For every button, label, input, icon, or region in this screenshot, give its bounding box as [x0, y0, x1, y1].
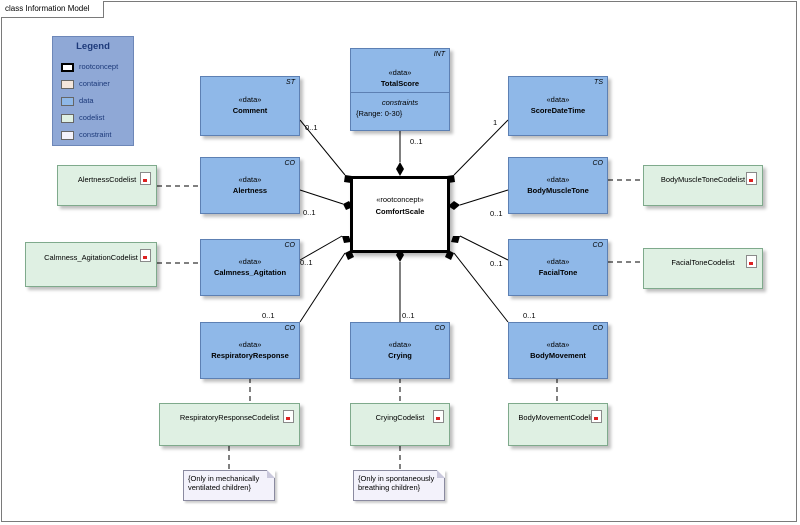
- document-icon: [746, 172, 757, 185]
- codelist-facialtone[interactable]: FacialToneCodelist: [643, 248, 763, 289]
- legend-item-constraint: constraint: [61, 129, 112, 141]
- legend-swatch: [61, 62, 74, 72]
- multiplicity-facialtone: 0..1: [490, 259, 503, 268]
- legend-title: Legend: [76, 41, 110, 52]
- codelist-calmness-agitation[interactable]: Calmness_AgitationCodelist: [25, 242, 157, 287]
- multiplicity-comment: 0..1: [305, 123, 318, 132]
- class-crying[interactable]: CO «data» Crying: [350, 322, 450, 379]
- root-class-comfortscale[interactable]: «rootconcept» ComfortScale: [350, 176, 450, 253]
- codelist-crying[interactable]: CryingCodelist: [350, 403, 450, 446]
- document-icon: [283, 410, 294, 423]
- class-totalscore[interactable]: INT «data» TotalScore constraints {Range…: [350, 48, 450, 131]
- legend-swatch: [61, 113, 74, 123]
- class-alertness[interactable]: CO «data» Alertness: [200, 157, 300, 214]
- class-comment[interactable]: ST «data» Comment: [200, 76, 300, 136]
- edge-bodymovement: [453, 252, 509, 323]
- edge-calmness: [299, 235, 343, 261]
- multiplicity-scoredatetime: 1: [493, 118, 498, 127]
- legend-item-container: container: [61, 78, 110, 90]
- edge-bodymuscletone: [459, 189, 509, 206]
- codelist-alertness[interactable]: AlertnessCodelist: [57, 165, 157, 206]
- document-icon: [746, 255, 757, 268]
- document-icon: [140, 172, 151, 185]
- legend-swatch: [61, 79, 74, 89]
- class-scoredatetime[interactable]: TS «data» ScoreDateTime: [508, 76, 608, 136]
- diamond-calmness: [342, 236, 351, 243]
- legend-swatch: [61, 130, 74, 140]
- constraint-text: {Range: 0-30}: [356, 109, 403, 118]
- class-bodymuscletone[interactable]: CO «data» BodyMuscleTone: [508, 157, 608, 214]
- multiplicity-bodymuscletone: 0..1: [490, 209, 503, 218]
- diagram-frame-title: class Information Model: [1, 1, 105, 18]
- note-respiratory-constraint: {Only in mechanically ventilated childre…: [183, 470, 275, 501]
- edge-facialtone: [459, 235, 509, 261]
- codelist-respiratoryresponse[interactable]: RespiratoryResponseCodelist: [159, 403, 300, 446]
- diamond-facialtone: [451, 236, 460, 243]
- multiplicity-calmness: 0..1: [300, 258, 313, 267]
- legend-item-codelist: codelist: [61, 112, 104, 124]
- multiplicity-respiratory: 0..1: [262, 311, 275, 320]
- legend-item-data: data: [61, 95, 94, 107]
- legend-swatch: [61, 96, 74, 106]
- diamond-bodymuscletone: [448, 201, 460, 210]
- edge-scoredatetime: [453, 119, 509, 176]
- edge-alertness: [299, 189, 344, 205]
- edge-comment: [299, 119, 346, 176]
- diamond-totalscore: [396, 162, 404, 176]
- codelist-bodymovement[interactable]: BodyMovementCodelist: [508, 403, 608, 446]
- class-respiratoryresponse[interactable]: CO «data» RespiratoryResponse: [200, 322, 300, 379]
- note-crying-constraint: {Only in spontaneously breathing childre…: [353, 470, 445, 501]
- edge-respiratory: [299, 252, 346, 323]
- class-bodymovement[interactable]: CO «data» BodyMovement: [508, 322, 608, 379]
- class-calmness-agitation[interactable]: CO «data» Calmness_Agitation: [200, 239, 300, 296]
- document-icon: [591, 410, 602, 423]
- multiplicity-bodymovement: 0..1: [523, 311, 536, 320]
- codelist-bodymuscletone[interactable]: BodyMuscleToneCodelist: [643, 165, 763, 206]
- compartment-divider: [351, 92, 449, 93]
- document-icon: [433, 410, 444, 423]
- class-facialtone[interactable]: CO «data» FacialTone: [508, 239, 608, 296]
- multiplicity-totalscore: 0..1: [410, 137, 423, 146]
- multiplicity-alertness: 0..1: [303, 208, 316, 217]
- document-icon: [140, 249, 151, 262]
- multiplicity-crying: 0..1: [402, 311, 415, 320]
- legend-item-rootconcept: rootconcept: [61, 61, 118, 73]
- legend: Legend rootconcept container data codeli…: [52, 36, 134, 146]
